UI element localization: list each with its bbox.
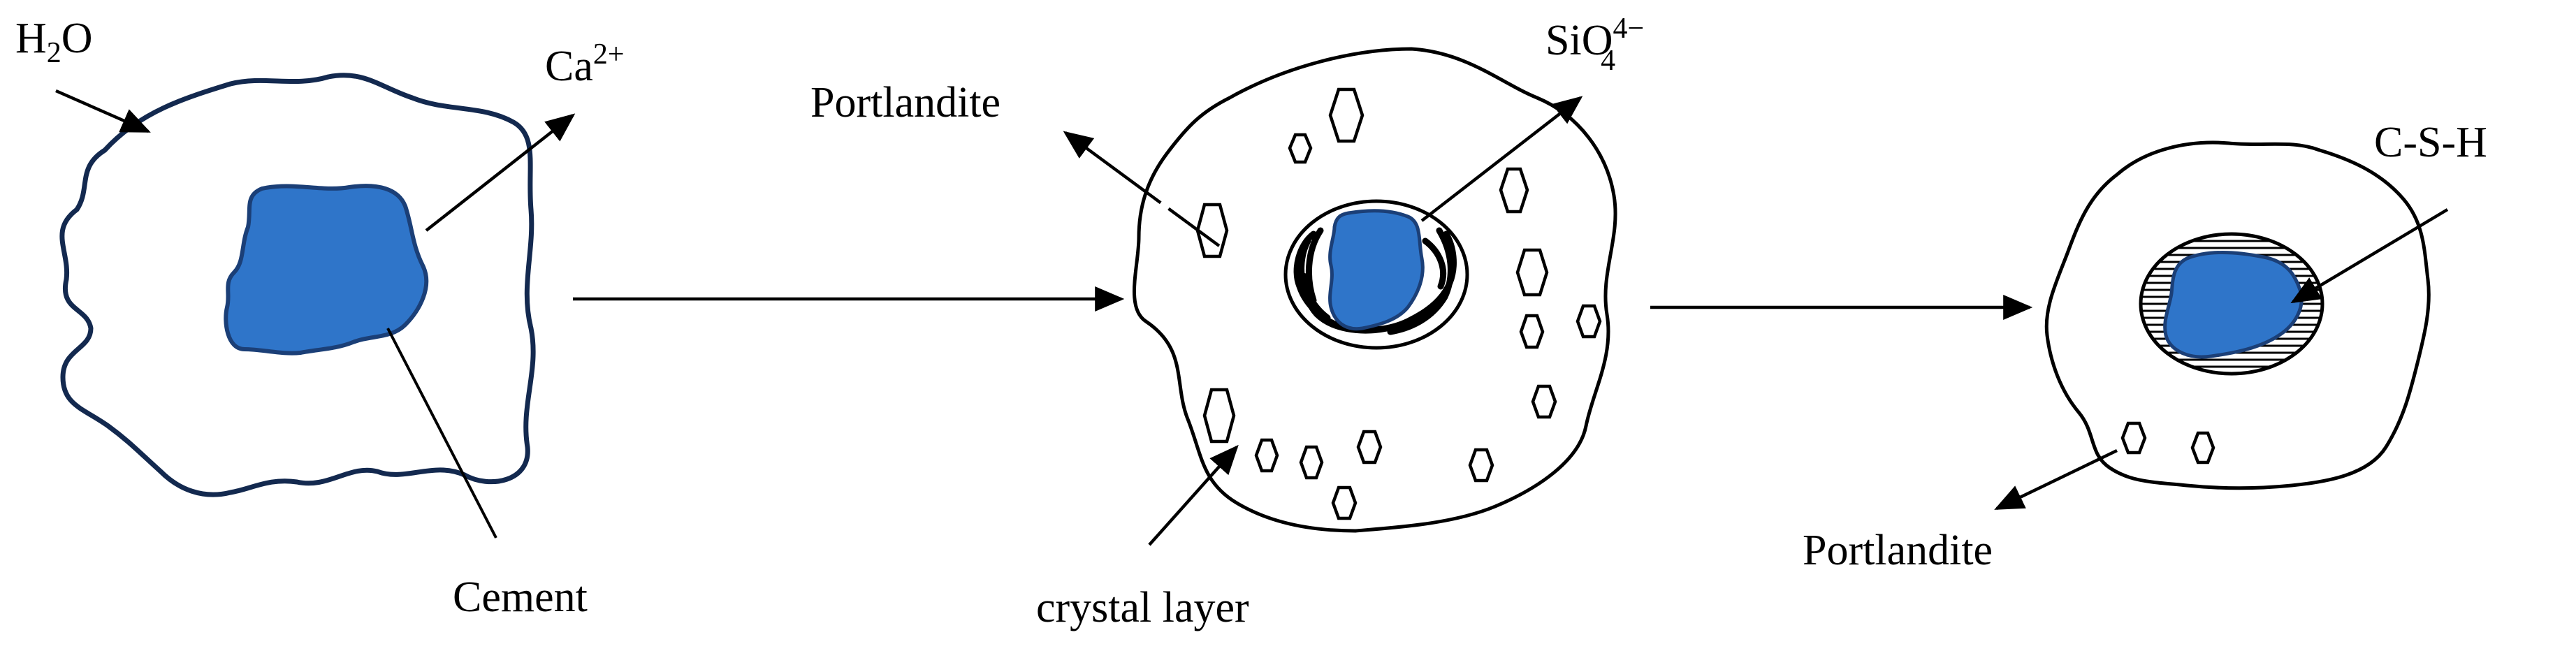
crystal-layer-scribble [1293,227,1457,335]
stage-3-outline [2044,140,2431,490]
crystal [1468,448,1494,483]
stage-1-cement-core [224,184,429,356]
silicate-outflow-arrow [1420,96,1583,222]
calcium-ion-label: Ca2+ [545,38,625,90]
crystal [1499,167,1529,214]
crystal [1356,430,1383,465]
crystal [1299,445,1324,480]
crystal [1254,438,1279,473]
crystal [1195,203,1229,258]
water-label: H2O [15,15,93,69]
stage-1-water-envelope [59,73,536,497]
water-inflow-arrow [55,89,151,133]
crystal [1515,248,1549,297]
portlandite-top-label: Portlandite [810,79,1000,126]
crystal [1202,388,1236,444]
portlandite-crystals-stage-3 [2120,421,2215,465]
stage-1-cement-grain: H2O Ca2+ Cement [15,15,625,621]
stage-2-outline [1132,47,1617,533]
portlandite-bottom-arrow [1994,448,2118,511]
crystal [1328,87,1365,143]
stage-3-hydrated-grain: C-S-H Portlandite [1803,119,2487,574]
crystal [1531,384,1557,419]
portlandite-outflow-arrow [1063,131,1221,247]
stage-2-cement-core [1328,209,1425,331]
crystal-layer-arrow [1148,444,1239,546]
csh-label: C-S-H [2374,119,2487,166]
crystal [1331,485,1358,520]
silicate-ion-label: SiO4−4 [1545,13,1644,77]
stage-3-cement-core [2163,251,2304,359]
crystal [1519,314,1545,349]
crystal [1288,133,1313,164]
crystal [2120,421,2147,455]
portlandite-crystals-stage-2 [1195,87,1602,520]
portlandite-bottom-label: Portlandite [1803,527,1993,574]
cement-leader-line [386,328,497,539]
crystal [1576,304,1602,339]
calcium-outflow-arrow [425,113,576,232]
crystal-layer-label: crystal layer [1036,584,1249,631]
cement-label: Cement [453,573,588,621]
csh-pointer-arrow [2290,208,2449,304]
crystal [2190,431,2215,465]
stage-2-hydrating-grain: Portlandite SiO4−4 crystal layer [810,13,1644,631]
